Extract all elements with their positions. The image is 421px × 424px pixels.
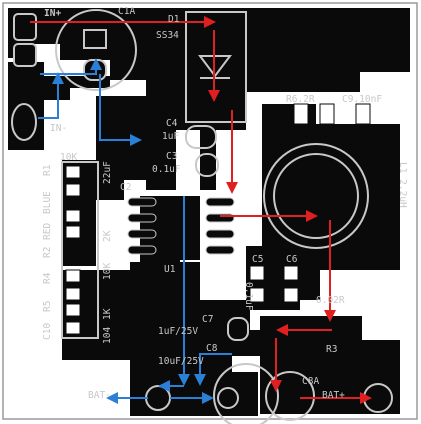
pad-c9 [355, 103, 371, 125]
pad-cutouts [65, 103, 371, 335]
copper-pour-right-top [246, 8, 410, 92]
copper-pour-left-mid [96, 96, 146, 200]
u1-pin [127, 213, 157, 223]
pad-c5b [249, 287, 265, 303]
c8a-right-outline [265, 371, 315, 421]
silkscreen-layer [55, 9, 369, 424]
label-c10-value: 104 [102, 327, 113, 344]
copper-pour-bat-plus [260, 316, 400, 414]
trace-c8-gnd [194, 353, 232, 386]
pad-r4 [65, 269, 81, 283]
label-red: RED [42, 223, 53, 240]
copper-pour-inductor [262, 104, 400, 300]
pad-c10 [65, 321, 81, 335]
label-c5-value: 0.1uF [243, 282, 254, 311]
r-column-outline [61, 161, 99, 339]
pad-r1b [65, 183, 81, 197]
pad-r4b [65, 287, 81, 301]
u1-pin [127, 229, 157, 239]
c4-outline [185, 125, 217, 149]
label-r1: R1 [42, 164, 53, 176]
label-in-plus: IN+ [44, 8, 61, 19]
label-c8a: C8A [302, 376, 319, 387]
pad-r6-right [319, 103, 335, 125]
label-c8: C8 [206, 343, 218, 354]
u1-pin [205, 245, 235, 255]
label-c2: C2 [120, 182, 131, 193]
label-r2-value: 2K [102, 230, 113, 242]
pad-r1 [65, 165, 81, 179]
pad-r5 [65, 303, 81, 317]
label-c2-value: 22uF [102, 161, 113, 184]
copper-pour-center [146, 80, 246, 190]
bat-minus-pad-2 [217, 387, 239, 409]
trace-in-minus-return [38, 72, 64, 119]
label-u1: U1 [164, 264, 176, 275]
u1-pin [127, 197, 157, 207]
label-c5: C5 [252, 254, 263, 265]
pad-r2b [65, 225, 81, 239]
label-c4-value: 1uF [162, 131, 179, 142]
pad-r2 [65, 209, 81, 223]
label-l1: L1 2.2uH [397, 162, 408, 208]
label-r1-value: 10K [60, 152, 77, 163]
label-r4: R4 [42, 272, 53, 284]
in-minus-pad [11, 103, 37, 141]
label-r3-value: 0.02R [316, 295, 345, 306]
label-d1: D1 [168, 14, 180, 25]
label-c1a: C1A [118, 6, 135, 17]
c3-outline [195, 153, 219, 177]
trace-c1a-to-c2 [99, 74, 142, 146]
top-current-path [30, 16, 372, 404]
c1a-pad-square [83, 29, 107, 49]
l1-inner-outline [273, 153, 359, 239]
label-c3-value: 0.1uF [152, 164, 181, 175]
label-r3: R3 [326, 344, 337, 355]
label-bat-minus: BAT- [88, 390, 111, 401]
u1-pin [205, 229, 235, 239]
label-c6: C6 [286, 254, 298, 265]
label-c9: C9.10nF [342, 94, 382, 105]
label-c8-value: 10uF/25V [158, 356, 204, 367]
label-in-minus: IN- [50, 123, 67, 134]
bat-minus-pad [145, 385, 171, 411]
label-bat-plus: BAT+ [322, 390, 345, 401]
label-r5: R5 [42, 301, 53, 312]
label-d1-part: SS34 [156, 30, 179, 41]
in-plus-pad [13, 13, 37, 41]
label-blue: BLUE [42, 191, 53, 214]
label-c7-value: 1uF/25V [158, 326, 198, 337]
label-r4-value: 10K [102, 263, 113, 280]
label-c3: C3 [166, 151, 177, 162]
label-c4: C4 [166, 118, 178, 129]
u1-pins [127, 197, 235, 255]
l1-outer-outline [263, 143, 369, 249]
in-plus-pad-2 [13, 43, 37, 67]
silkscreen-text: IN+ IN- C1A D1 SS34 C4 1uF C3 0.1uF R6.2… [42, 6, 408, 401]
pad-c6 [283, 265, 299, 281]
label-c10: C10 [42, 323, 53, 340]
u1-pin [127, 245, 157, 255]
label-r5-value: 1K [102, 308, 113, 320]
bottom-return-path [38, 58, 232, 404]
d1-outline [185, 11, 247, 123]
c7-outline [227, 317, 249, 341]
pad-r6-left [293, 103, 309, 125]
label-c7: C7 [202, 314, 213, 325]
pad-c6b [283, 287, 299, 303]
u1-pin [205, 197, 235, 207]
label-r6: R6.2R [286, 94, 315, 105]
label-r2: R2 [42, 247, 53, 258]
copper-layer [8, 8, 410, 416]
copper-pour-bottom [62, 262, 282, 374]
c8a-left-outline [213, 363, 279, 424]
pad-c5 [249, 265, 265, 281]
c1a-outline [55, 9, 137, 91]
